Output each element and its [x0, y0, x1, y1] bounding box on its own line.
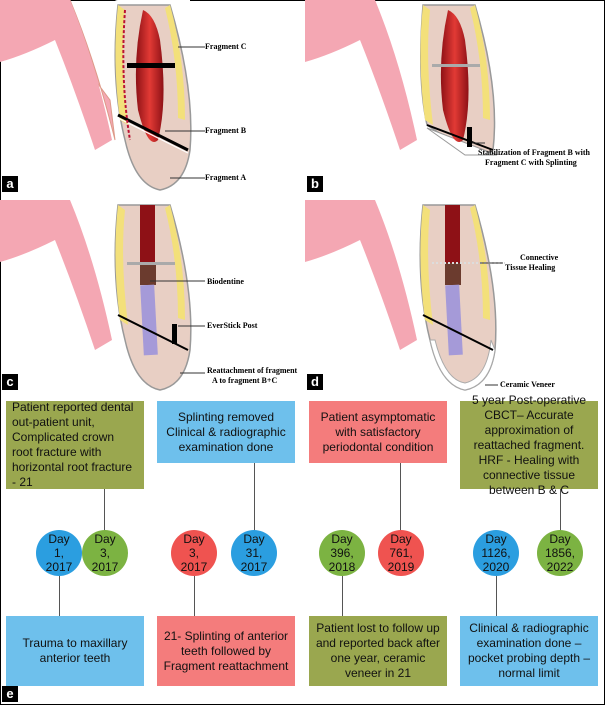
connector-top-3: [400, 463, 401, 532]
timeline-bottom-box-1: Trauma to maxillary anterior teeth: [6, 616, 144, 686]
panel-b-label: b: [307, 176, 323, 192]
timeline-top-box-3: Patient asymptomatic with satisfactory p…: [309, 401, 447, 463]
panel-d: Connective Tissue Healing Ceramic Veneer…: [305, 200, 605, 395]
fragment-c-label: Fragment C: [205, 42, 247, 51]
panel-e-timeline: Patient reported dental out-patient unit…: [0, 393, 605, 705]
timeline-bottom-box-4: Clinical & radiographic examination done…: [460, 616, 598, 686]
panel-d-label: d: [307, 374, 323, 390]
connector-bottom-4: [496, 576, 497, 616]
fragment-a-label: Fragment A: [205, 173, 247, 182]
everstick-label: EverStick Post: [207, 321, 258, 330]
connector-bottom-1: [59, 576, 60, 616]
connector-top-1: [104, 489, 105, 532]
connector-top-2: [254, 463, 255, 532]
ceramic-veneer-label: Ceramic Veneer: [500, 380, 555, 389]
panel-a-label: a: [2, 176, 18, 192]
timeline-top-box-2: Splinting removed Clinical & radiographi…: [157, 401, 295, 463]
timeline-bottom-box-3: Patient lost to follow up and reported b…: [309, 616, 447, 686]
tooth-diagram-d: [305, 200, 505, 391]
panel-b: Stabilization of Fragment B with Fragmen…: [305, 0, 605, 196]
panel-e-label: e: [2, 686, 18, 702]
timeline-bottom-box-2: 21- Splinting of anterior teeth followed…: [157, 616, 295, 686]
tooth-diagram-b: [305, 0, 498, 156]
connective-label-2: Tissue Healing: [505, 263, 556, 272]
connector-bottom-3: [342, 576, 343, 616]
connector-bottom-2: [194, 576, 195, 616]
stabilization-label-2: Fragment C with Splinting: [485, 158, 577, 167]
timeline-top-box-1: Patient reported dental out-patient unit…: [6, 400, 144, 489]
reattachment-label-1: Reattachment of fragment: [207, 366, 298, 375]
panel-c: Biodentine EverStick Post Reattachment o…: [0, 200, 300, 395]
panel-c-label: c: [2, 374, 18, 390]
tooth-diagram-a: [0, 0, 205, 191]
biodentine-label: Biodentine: [207, 277, 244, 286]
fragment-b-label: Fragment B: [205, 126, 247, 135]
timeline-top-box-4: 5 year Post-operative CBCT– Accurate app…: [460, 393, 598, 497]
reattachment-label-2: A to fragment B+C: [212, 376, 278, 385]
connective-label-1: Connective: [520, 253, 559, 262]
tooth-diagram-c: [0, 200, 205, 391]
connector-top-4: [560, 489, 561, 532]
panel-a: Fragment C Fragment B Fragment A a: [0, 0, 300, 196]
stabilization-label-1: Stabilization of Fragment B with: [478, 148, 590, 157]
